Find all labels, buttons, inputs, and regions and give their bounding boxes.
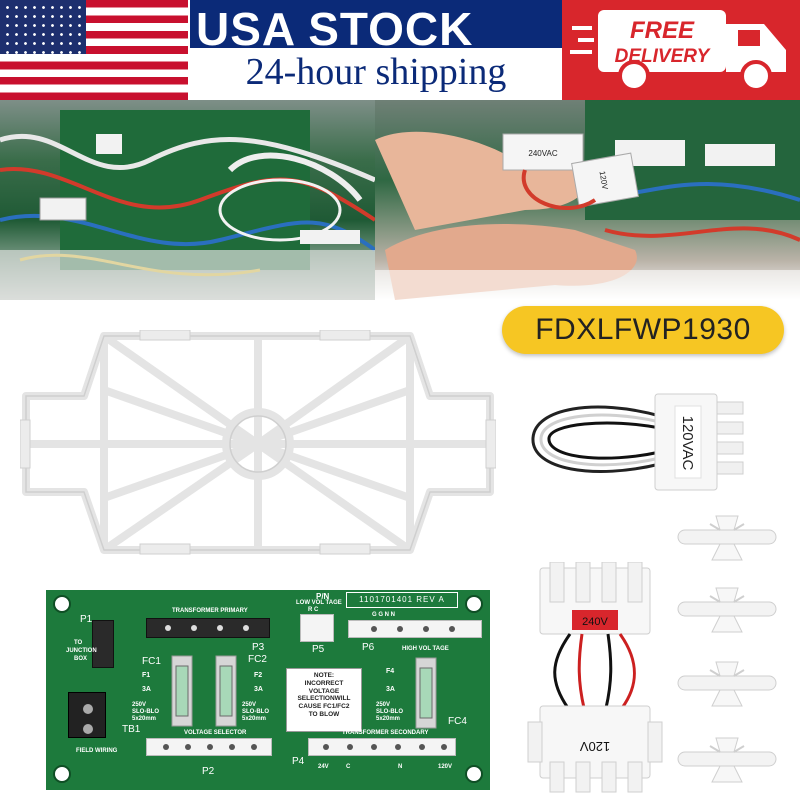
jumper-240v-label: 240V (582, 616, 608, 628)
pcb-p4-label: P4 (292, 756, 305, 767)
pcb-fc1-label: FC1 (142, 656, 161, 667)
pcb-f2-rating: 3A (254, 686, 263, 693)
pcb-f4-spec-2: SLO-BLO (376, 709, 403, 715)
pcb-f1-spec-2: SLO-BLO (132, 709, 159, 715)
pcb-f4-spec-1: 250V (376, 702, 391, 708)
jumper-120vac: 120VAC (531, 393, 744, 491)
note-line-3: SELECTIONWILL (297, 695, 351, 703)
pcb-p6-label: P6 (362, 642, 375, 653)
pcb-p1-note-3: BOX (74, 656, 88, 662)
pcb-f4-rating: 3A (386, 686, 395, 693)
wiring-photo-left (0, 100, 375, 300)
pcb-mounting-holes (53, 595, 483, 783)
rivet-3 (677, 661, 777, 707)
pcb-p5-label: P5 (312, 644, 325, 655)
pcb-transformer-primary-label: TRANSFORMER PRIMARY (172, 608, 248, 614)
wiring-photo-right: 240VAC 120V (375, 100, 800, 300)
pcb-voltage-selector-label: VOLTAGE SELECTOR (184, 730, 247, 736)
pcb-sec-pin-c: C (346, 764, 351, 770)
pcb-part-number: 1101701401 REV A (346, 592, 458, 608)
jumper-120vac-label: 120VAC (679, 416, 696, 471)
pcb-f2-label: F2 (254, 672, 263, 679)
delivery-truck-icon: FREE DELIVERY (570, 10, 786, 92)
pcb-sec-pin-24v: 24V (318, 764, 329, 770)
wiring-illustration (0, 110, 375, 300)
connector-240vac-label: 240VAC (528, 149, 557, 158)
p1-connector (92, 620, 114, 668)
circuit-board: P/N 1101701401 REV A P1 TO JUNCTION BOX … (46, 590, 490, 790)
pcb-pn-prefix: P/N (316, 592, 330, 601)
p5-connector (300, 614, 334, 642)
rivet-1 (677, 515, 777, 561)
pcb-p3-label: P3 (252, 642, 265, 653)
jumper-240v-120v: 240V 120V (527, 562, 663, 793)
usa-stock-title: USA STOCK (196, 3, 474, 55)
note-line-4: CAUSE FC1/FC2 (298, 703, 350, 711)
push-rivets (677, 515, 777, 783)
connector-120v-label: 120V (597, 170, 609, 191)
pcb-p1-note-1: TO (74, 640, 83, 646)
pcb-low-voltage-pins: R C (308, 607, 319, 613)
pcb-f1-label: F1 (142, 672, 151, 679)
mounting-bracket (20, 330, 496, 555)
rivet-2 (677, 587, 777, 633)
pcb-low-voltage-label: LOW VOL TAGE (296, 600, 342, 606)
hand-connector-illustration: 240VAC 120V (375, 100, 800, 300)
pcb-field-wiring-label: FIELD WIRING (76, 748, 118, 754)
pcb-f1-rating: 3A (142, 686, 151, 693)
p4-transformer-secondary (308, 738, 456, 756)
pcb-tb1-label: TB1 (122, 724, 141, 735)
tb1-terminal-block (68, 692, 106, 738)
pcb-p2-label: P2 (202, 766, 215, 777)
p2-voltage-selector (146, 738, 272, 756)
delivery-text: DELIVERY (615, 46, 712, 67)
part-number-badge: FDXLFWP1930 (502, 306, 784, 354)
free-text: FREE (630, 17, 695, 44)
note-line-1: INCORRECT (304, 679, 344, 687)
transformer-primary-connector (146, 618, 270, 638)
pcb-high-voltage-label: HIGH VOL TAGE (402, 646, 449, 652)
note-line-2: VOLTAGE (308, 687, 340, 695)
pcb-sec-pin-n: N (398, 764, 403, 770)
rivet-4 (677, 737, 777, 783)
pcb-transformer-secondary-label: TRANSFORMER SECONDARY (342, 730, 429, 736)
pcb-warning-note: NOTE: INCORRECT VOLTAGE SELECTIONWILL CA… (286, 668, 362, 732)
p6-connector (348, 620, 482, 638)
pcb-f2-spec-2: SLO-BLO (242, 709, 269, 715)
pcb-p1-label: P1 (80, 614, 93, 625)
jumper-120v-label: 120V (579, 739, 610, 754)
fuse-fc4 (415, 657, 437, 729)
flag-canton (0, 0, 86, 54)
pcb-fc2-label: FC2 (248, 654, 267, 665)
part-number-text: FDXLFWP1930 (535, 313, 751, 346)
pcb-f1-spec-3: 5x20mm (132, 716, 157, 722)
pcb-f2-spec-1: 250V (242, 702, 257, 708)
pcb-fc4-label: FC4 (448, 716, 467, 727)
pcb-sec-pin-120v: 120V (438, 764, 453, 770)
note-line-5: TO BLOW (308, 710, 340, 718)
pcb-f1-spec-1: 250V (132, 702, 147, 708)
pcb-f4-spec-3: 5x20mm (376, 716, 401, 722)
fuses-fc1-fc2 (171, 655, 237, 727)
usa-flag-icon (0, 0, 190, 100)
pcb-hv-pins: G G N N (372, 612, 396, 618)
pcb-f4-label: F4 (386, 668, 395, 675)
shipping-subtitle: 24-hour shipping (245, 51, 507, 93)
note-title: NOTE: (313, 672, 335, 679)
shipping-strip (190, 48, 562, 100)
pcb-f2-spec-3: 5x20mm (242, 716, 267, 722)
pcb-p1-note-2: JUNCTION (66, 648, 97, 654)
